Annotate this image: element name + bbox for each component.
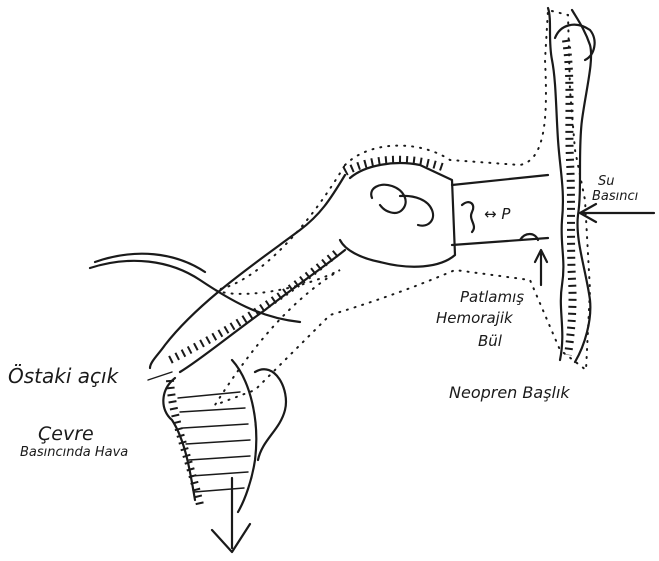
eardrum — [462, 202, 474, 232]
ostaki-pointer-icon — [148, 372, 172, 380]
p-marker: ↔ P — [484, 207, 510, 222]
neoprene-hood — [548, 8, 563, 360]
ossicle-incus — [371, 185, 405, 213]
ostaki-label: Östaki açık — [8, 366, 118, 386]
ear-canal-upper — [452, 175, 548, 185]
patlamis-label-1: Patlamış — [460, 290, 524, 305]
throat-beads — [170, 380, 200, 505]
bulla-pointer-icon — [535, 250, 547, 285]
middle-ear-capsule — [340, 163, 455, 267]
eustachian-tube-lower — [180, 250, 345, 372]
down-arrow-icon — [212, 478, 250, 552]
cevre-label-2: Basıncında Hava — [20, 446, 128, 459]
throat-bulge — [255, 369, 286, 460]
su-basinci-label-2: Basıncı — [592, 190, 638, 203]
patlamis-label-3: Bül — [478, 334, 502, 349]
patlamis-label-2: Hemorajik — [436, 311, 513, 326]
stippled-tissue — [215, 10, 590, 405]
cevre-label-1: Çevre — [38, 425, 94, 444]
ear-canal-lower — [452, 238, 548, 245]
water-pressure-arrow-icon — [580, 204, 654, 222]
neopren-label: Neopren Başlık — [449, 385, 570, 401]
bone-beads — [170, 160, 445, 360]
su-basinci-label-1: Su — [598, 175, 615, 188]
